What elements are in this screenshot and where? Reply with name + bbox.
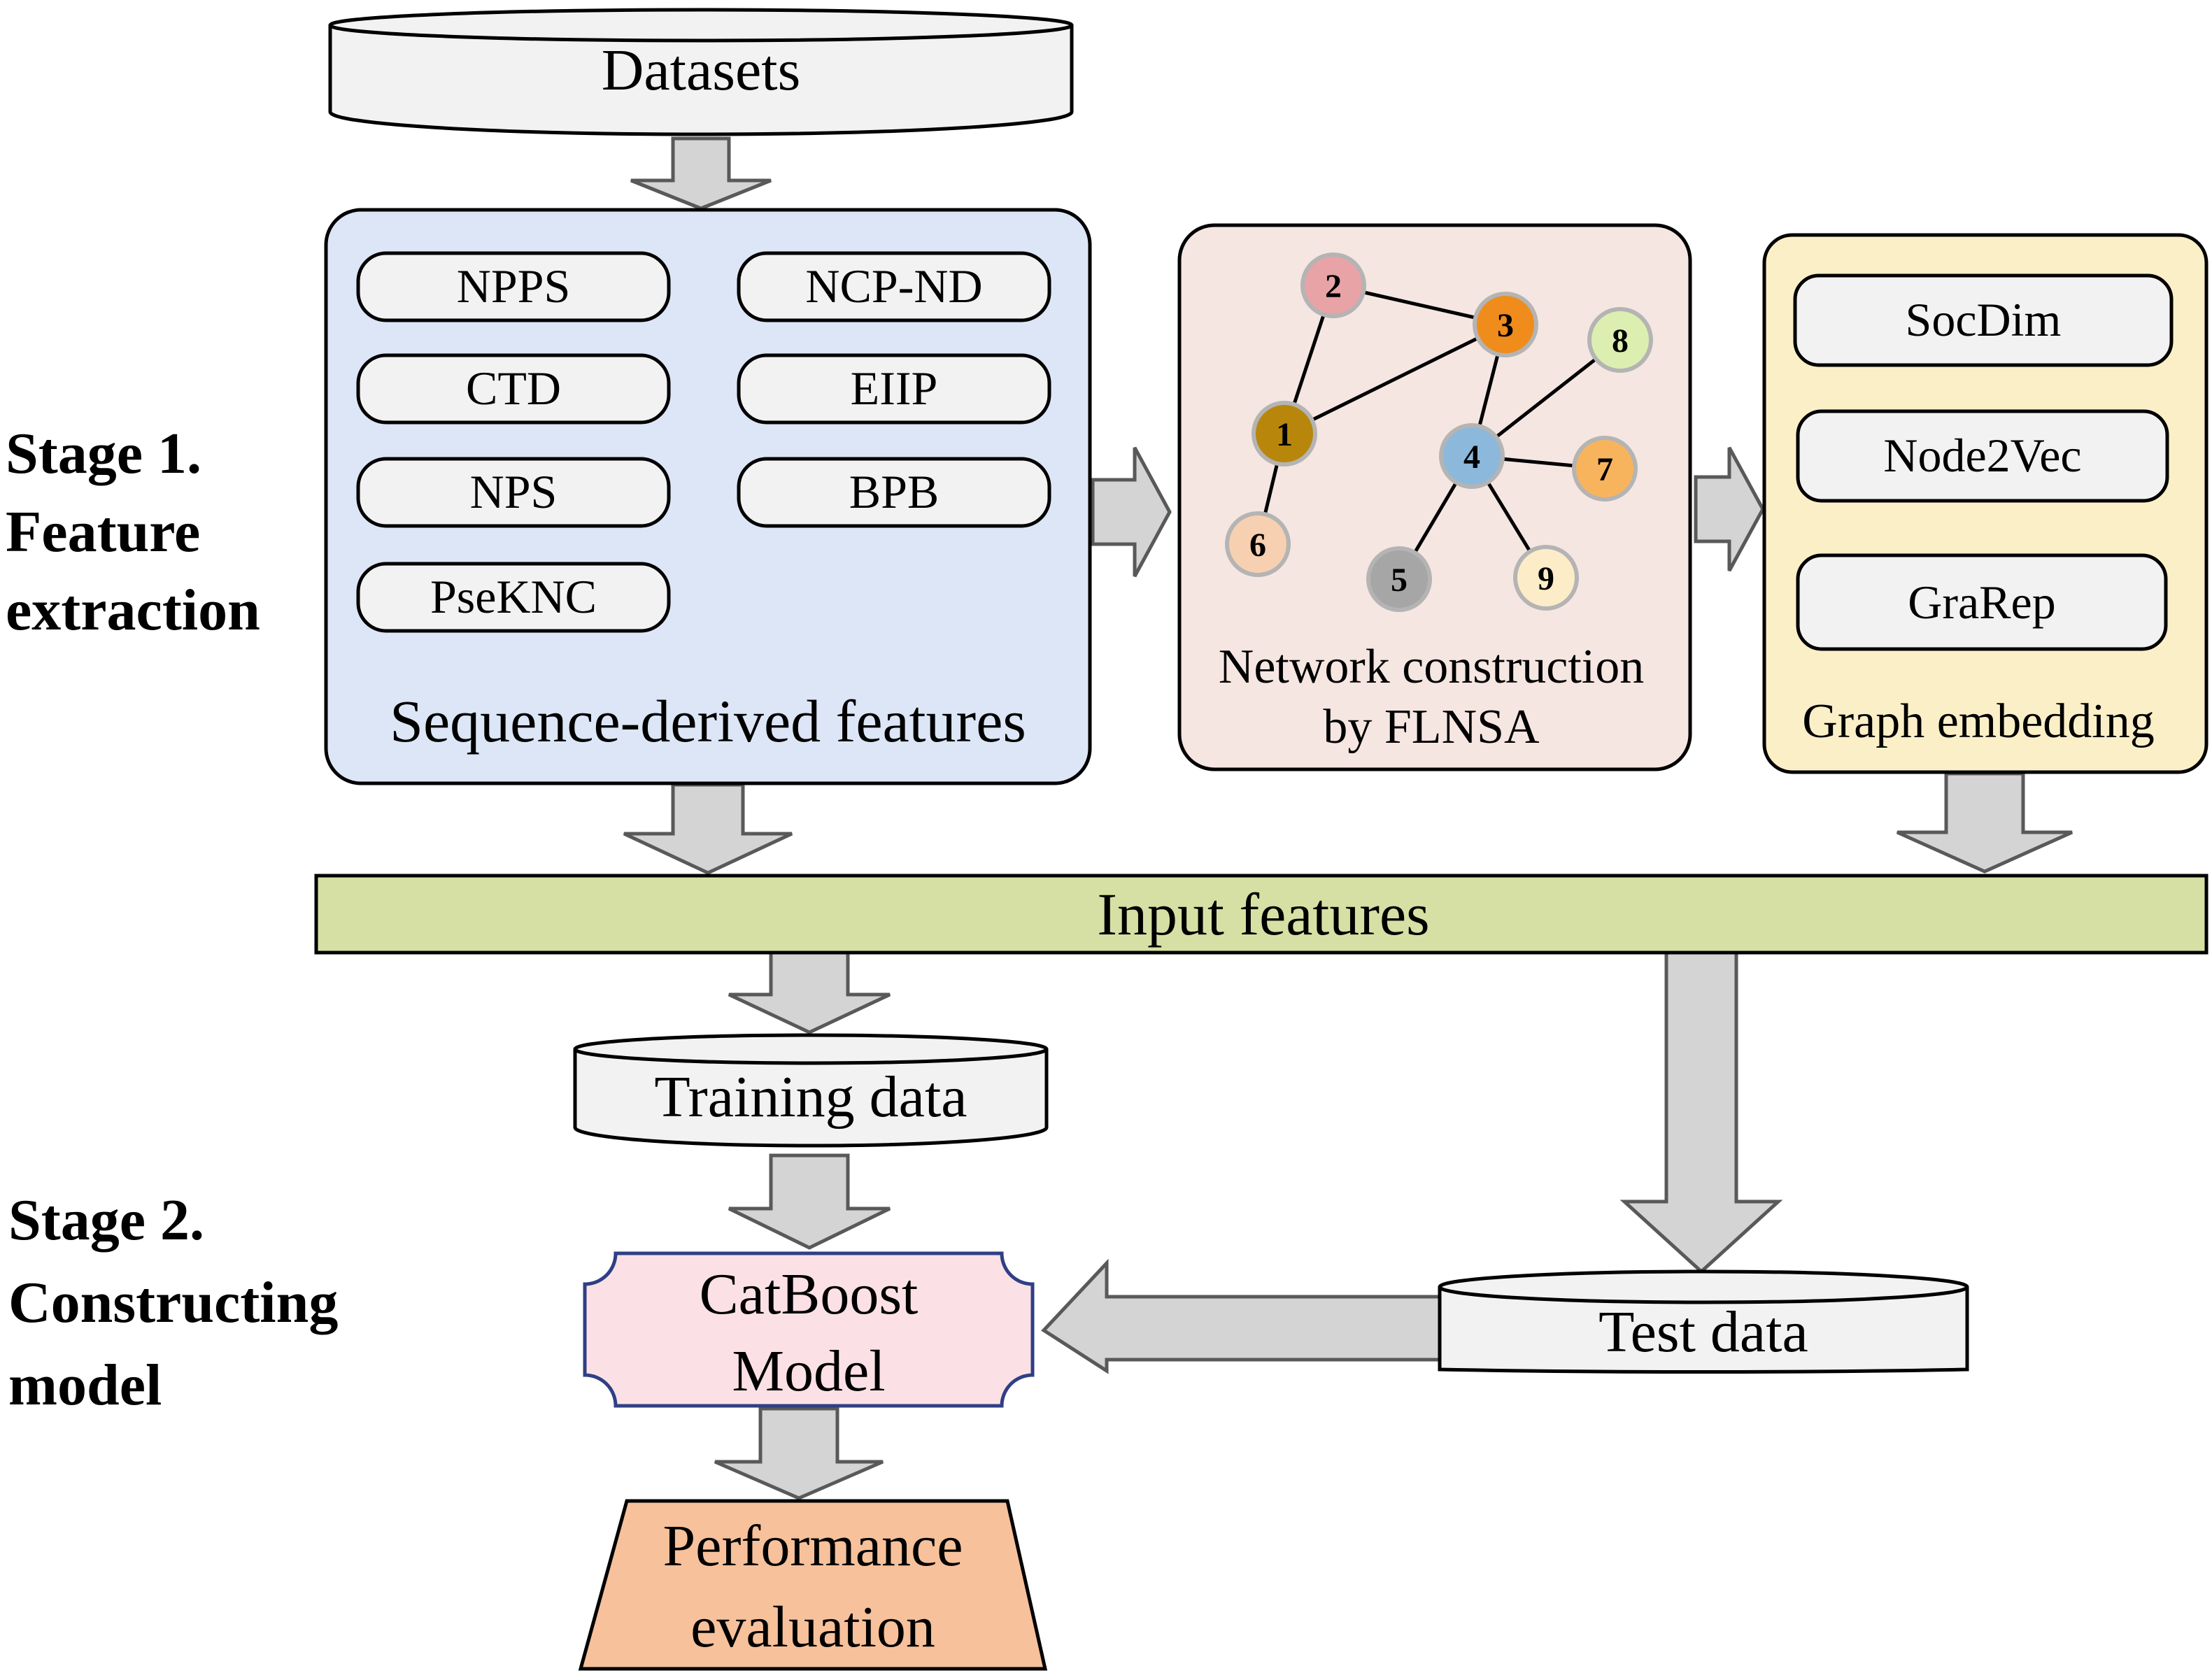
input-features-label: Input features — [1097, 881, 1429, 948]
feature-box-nps — [356, 457, 671, 528]
stage2-label: Stage 2. Constructing model — [8, 1188, 338, 1418]
evaluation-label-line2: evaluation — [690, 1595, 935, 1660]
graph-embedding-title: Graph embedding — [1802, 695, 2154, 748]
performance-evaluation-box: Performance evaluation — [578, 1499, 1048, 1671]
network-node-6: 6 — [1225, 511, 1291, 577]
network-node-label: 8 — [1612, 322, 1629, 359]
arrow-model-to-evaluation — [714, 1407, 884, 1500]
network-node-7: 7 — [1572, 436, 1638, 501]
network-node-circle — [1513, 545, 1579, 611]
network-node-4: 4 — [1439, 423, 1505, 489]
arrow-training-to-model — [728, 1153, 891, 1250]
network-title-line2: by FLNSA — [1323, 700, 1540, 754]
evaluation-label-line1: Performance — [662, 1514, 963, 1579]
network-node-2: 2 — [1300, 252, 1366, 318]
stage1-label: Stage 1. Feature extraction — [6, 421, 260, 643]
datasets-cylinder: Datasets — [328, 8, 1074, 136]
feature-label-ncp-nd: NCP-ND — [805, 259, 982, 313]
feature-box-npps — [356, 251, 671, 322]
network-node-9: 9 — [1513, 545, 1579, 611]
stage1-line3: extraction — [6, 578, 260, 643]
catboost-model-box: CatBoost Model — [583, 1251, 1035, 1408]
network-nodes: 1 2 3 4 5 6 7 8 9 — [1225, 252, 1653, 612]
network-node-label: 7 — [1596, 451, 1613, 488]
sequence-features-panel: NPPS NCP-ND CTD EIIP NPS BPB PseKNC Sequ… — [324, 208, 1092, 785]
feature-label-npps: NPPS — [457, 259, 571, 313]
test-data-cylinder: Test data — [1438, 1269, 1969, 1374]
embedding-box-socdim — [1793, 273, 2174, 367]
network-node-circle — [1572, 436, 1638, 501]
feature-label-psek: PseKNC — [430, 570, 597, 623]
input-features-bar: Input features — [314, 874, 2209, 955]
stage2-line1: Stage 2. — [8, 1188, 204, 1253]
network-node-circle — [1473, 292, 1538, 357]
arrow-input-to-test — [1619, 951, 1783, 1274]
network-node-circle — [1366, 546, 1432, 612]
stage2-line3: model — [8, 1353, 162, 1418]
feature-label-nps: NPS — [470, 465, 558, 518]
network-panel: 1 2 3 4 5 6 7 8 9 Network construction by FLNSA — [1177, 223, 1692, 771]
network-node-label: 4 — [1463, 439, 1480, 476]
network-node-label: 1 — [1276, 416, 1293, 453]
feature-box-ctd — [356, 353, 671, 425]
arrow-embedding-to-input — [1896, 771, 2073, 874]
network-node-circle — [1300, 252, 1366, 318]
network-node-label: 9 — [1538, 560, 1554, 597]
network-title-line1: Network construction — [1219, 640, 1644, 694]
stage2-line2: Constructing — [8, 1270, 338, 1335]
training-data-cylinder: Training data — [573, 1033, 1049, 1148]
arrow-datasets-to-features — [630, 136, 772, 211]
network-node-label: 5 — [1391, 562, 1408, 599]
feature-label-bpb: BPB — [849, 465, 940, 518]
arrow-test-to-model — [1041, 1258, 1445, 1374]
model-label-line2: Model — [732, 1339, 885, 1404]
arrow-features-to-network — [1091, 446, 1172, 578]
arrow-input-to-training — [728, 951, 891, 1034]
feature-label-eiip: EIIP — [851, 362, 938, 415]
datasets-label: Datasets — [602, 38, 801, 103]
feature-box-ncp-nd — [737, 251, 1051, 322]
network-node-1: 1 — [1252, 401, 1317, 467]
feature-label-ctd: CTD — [466, 362, 561, 415]
test-data-label: Test data — [1598, 1300, 1808, 1365]
feature-box-eiip — [737, 353, 1051, 425]
embedding-box-node2vec — [1796, 409, 2169, 503]
embedding-label-grarep: GraRep — [1908, 576, 2055, 629]
stage1-line1: Stage 1. — [6, 421, 201, 486]
embedding-label-socdim: SocDim — [1906, 293, 2062, 346]
network-node-label: 6 — [1249, 527, 1266, 564]
network-node-8: 8 — [1587, 307, 1653, 373]
network-node-label: 2 — [1325, 268, 1342, 305]
network-node-circle — [1439, 423, 1505, 489]
network-node-circle — [1252, 401, 1317, 467]
network-node-3: 3 — [1473, 292, 1538, 357]
sequence-features-title: Sequence-derived features — [390, 688, 1026, 755]
embedding-label-node2vec: Node2Vec — [1883, 429, 2081, 482]
model-label-line1: CatBoost — [700, 1262, 919, 1327]
network-edge-1-3 — [1283, 322, 1507, 436]
embedding-box-grarep — [1796, 553, 2168, 651]
feature-box-psek — [356, 562, 671, 633]
arrow-network-to-embedding — [1694, 446, 1765, 572]
network-node-circle — [1225, 511, 1291, 577]
network-node-label: 3 — [1497, 307, 1514, 344]
training-data-label: Training data — [654, 1065, 967, 1130]
network-node-circle — [1587, 307, 1653, 373]
arrow-features-to-input — [623, 783, 793, 875]
network-node-5: 5 — [1366, 546, 1432, 612]
graph-embedding-panel: SocDim Node2Vec GraRep Graph embedding — [1762, 233, 2209, 774]
stage1-line2: Feature — [6, 499, 200, 564]
feature-box-bpb — [737, 457, 1051, 528]
